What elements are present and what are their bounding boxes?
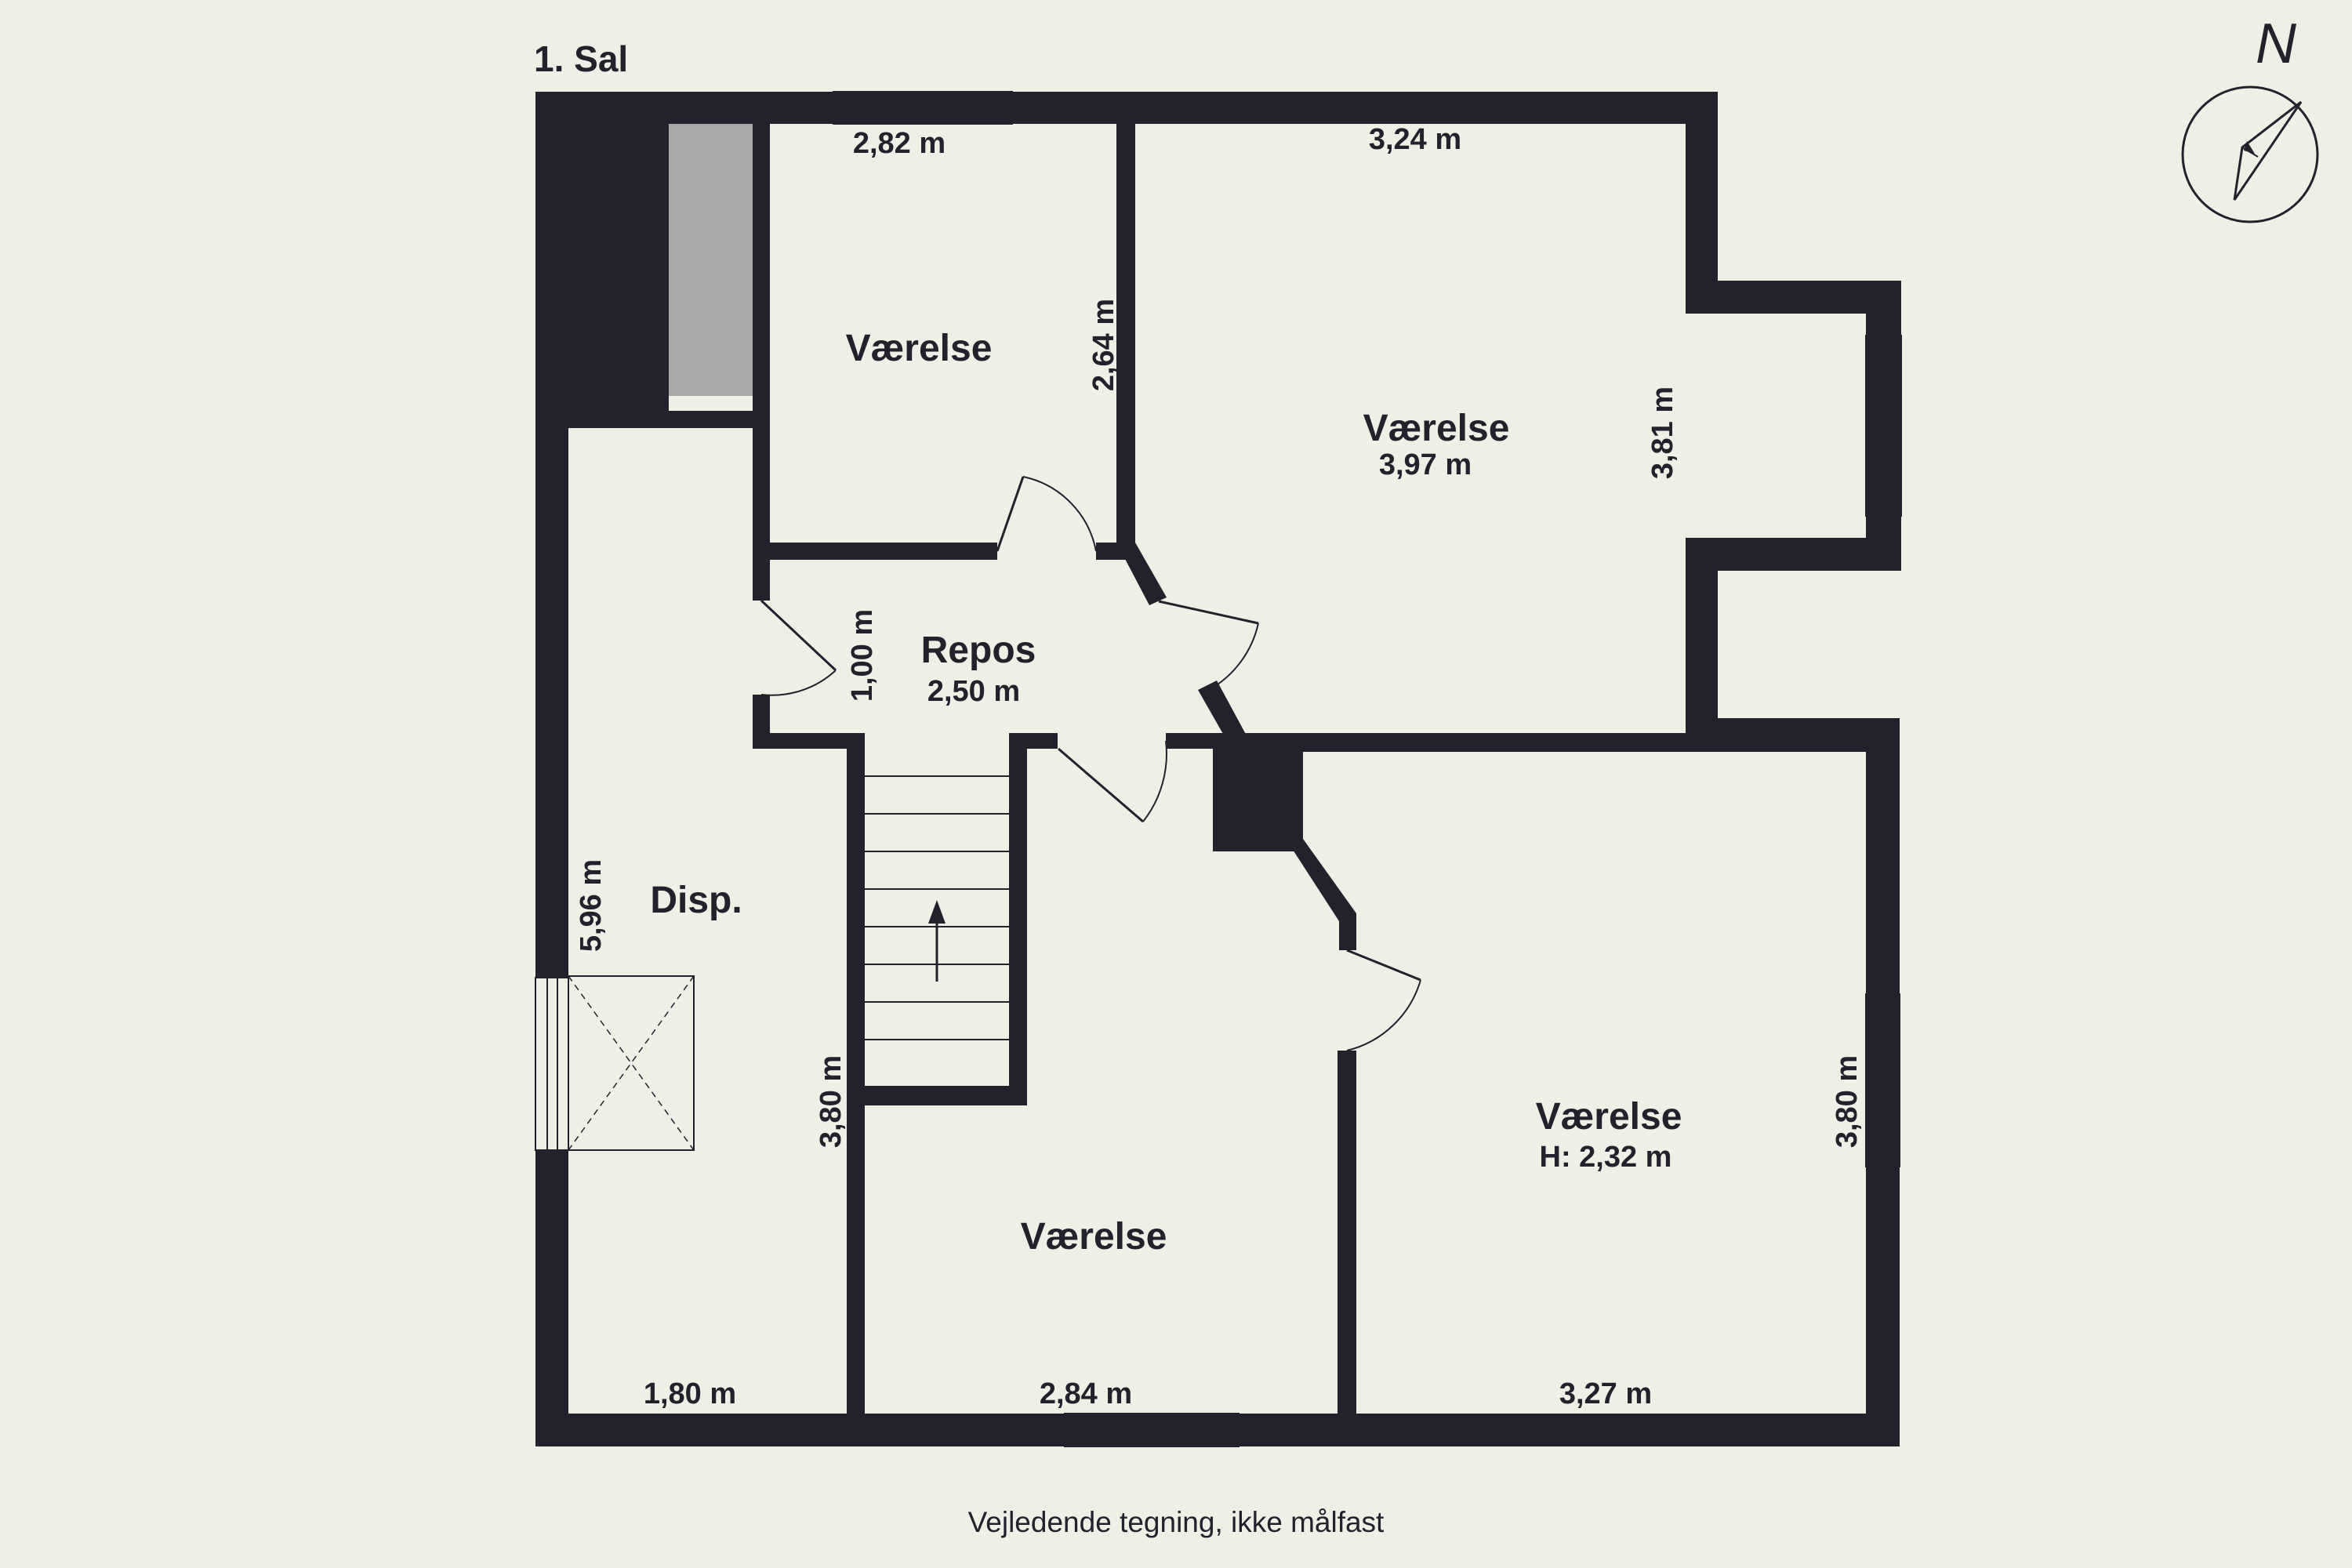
room-label-vaerelse-1: Værelse xyxy=(846,328,993,369)
dim-room2-depth: 3,81 m xyxy=(1646,387,1679,479)
skylight xyxy=(568,975,695,1151)
dim-room1-depth: 2,64 m xyxy=(1087,299,1120,391)
footer-note: Vejledende tegning, ikke målfast xyxy=(968,1506,1385,1538)
room-width-vaerelse-2: 3,97 m xyxy=(1379,448,1472,481)
room-width-repos: 2,50 m xyxy=(927,675,1020,708)
room-height-vaerelse-4: H: 2,32 m xyxy=(1540,1141,1672,1174)
staircase xyxy=(865,775,1009,1040)
stair-arrow-head xyxy=(928,900,946,924)
dim-room4-width: 3,27 m xyxy=(1559,1377,1652,1410)
dim-disp-depth: 5,96 m xyxy=(575,859,608,952)
dim-repos-depth: 1,00 m xyxy=(846,609,879,702)
dim-room4-depth: 3,80 m xyxy=(1831,1055,1864,1148)
dim-room3-depth: 3,80 m xyxy=(815,1055,848,1148)
room-label-vaerelse-3: Værelse xyxy=(1021,1216,1167,1258)
room-label-vaerelse-2: Værelse xyxy=(1363,408,1510,449)
dim-room1-width: 2,82 m xyxy=(853,127,946,160)
dim-room2-top: 3,24 m xyxy=(1369,123,1461,156)
windows xyxy=(535,91,1902,1447)
room-label-vaerelse-4: Værelse xyxy=(1536,1096,1682,1138)
dim-room3-width: 2,84 m xyxy=(1040,1377,1132,1410)
doors xyxy=(760,476,1421,1051)
compass: N xyxy=(2181,13,2319,223)
dim-disp-width: 1,80 m xyxy=(644,1377,736,1410)
room-label-disp: Disp. xyxy=(650,880,742,921)
room-label-repos: Repos xyxy=(921,630,1036,671)
chimney xyxy=(669,124,753,396)
compass-north-label: N xyxy=(2256,13,2297,75)
walls xyxy=(535,92,1901,1446)
floor-title: 1. Sal xyxy=(534,38,628,79)
